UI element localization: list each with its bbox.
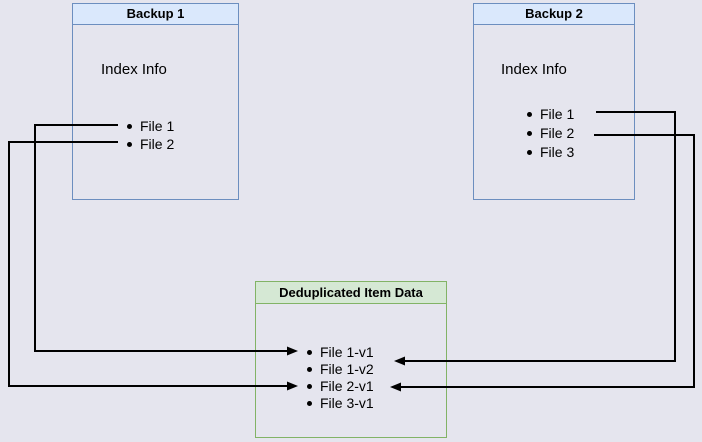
dedup-file-item: File 3-v1 <box>305 395 374 412</box>
dedup-file-item: File 1-v2 <box>305 361 374 378</box>
backup2-box: Backup 2 <box>473 3 635 200</box>
dedup-title: Deduplicated Item Data <box>256 282 446 304</box>
backup1-title: Backup 1 <box>73 4 238 25</box>
dedup-file-item: File 2-v1 <box>305 378 374 395</box>
backup1-index-info-label: Index Info <box>101 61 167 78</box>
backup1-file-item: File 2 <box>125 135 174 153</box>
backup2-file-item: File 1 <box>525 105 574 124</box>
dedup-file-item: File 1-v1 <box>305 344 374 361</box>
backup1-file-item: File 1 <box>125 117 174 135</box>
backup2-title: Backup 2 <box>474 4 634 25</box>
backup2-index-info-label: Index Info <box>501 61 567 78</box>
backup1-box: Backup 1 <box>72 3 239 200</box>
backup2-file-item: File 2 <box>525 124 574 143</box>
backup2-file-item: File 3 <box>525 143 574 162</box>
